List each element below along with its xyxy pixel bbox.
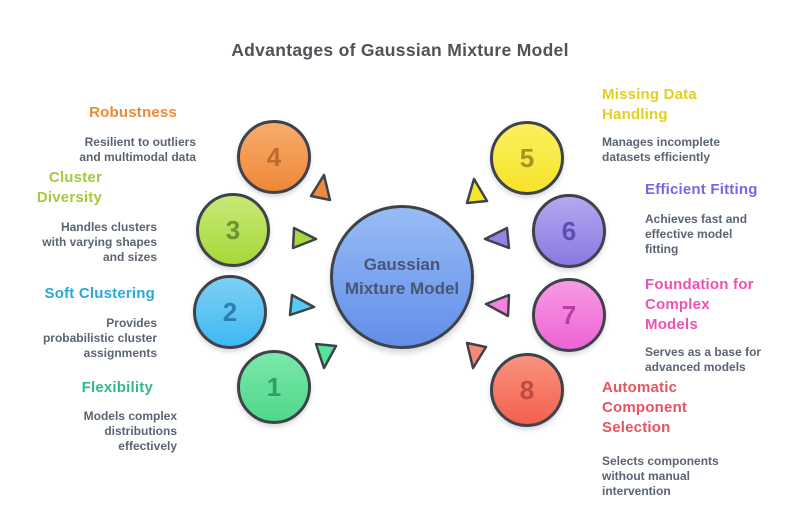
item-1-heading: Flexibility xyxy=(81,379,153,396)
item-5-heading: Missing Data Handling xyxy=(602,86,697,123)
item-5-pointer-icon xyxy=(465,177,489,205)
item-8-pointer-icon xyxy=(465,341,488,370)
item-3-circle: 3 xyxy=(196,193,270,267)
item-7-circle: 7 xyxy=(532,278,606,352)
item-6-number: 6 xyxy=(561,215,577,246)
item-4-heading: Robustness xyxy=(89,104,177,121)
item-8-circle: 8 xyxy=(490,353,564,427)
item-6-pointer-icon xyxy=(483,226,511,250)
item-7-pointer-icon xyxy=(484,293,511,318)
item-8-heading: Automatic Component Selection xyxy=(602,379,688,436)
item-2-circle: 2 xyxy=(193,275,267,349)
item-8-description: Selects components without manual interv… xyxy=(602,454,719,498)
item-1-pointer-icon xyxy=(314,342,338,370)
item-3-heading: Cluster Diversity xyxy=(36,169,102,206)
item-2-description: Provides probabilistic cluster assignmen… xyxy=(42,316,157,360)
item-2-pointer-icon xyxy=(288,293,316,317)
center-label: Gaussian Mixture Model xyxy=(344,255,460,298)
item-3-description: Handles clusters with varying shapes and… xyxy=(42,220,157,264)
item-4-circle: 4 xyxy=(237,120,311,194)
item-6-circle: 6 xyxy=(532,194,606,268)
item-3-number: 3 xyxy=(225,214,241,245)
item-6-heading: Efficient Fitting xyxy=(645,181,758,198)
item-6-description: Achieves fast and effective model fittin… xyxy=(645,212,748,256)
item-4-description: Resilient to outliers and multimodal dat… xyxy=(79,135,196,164)
item-7-heading: Foundation for Complex Models xyxy=(645,276,754,333)
item-5-description: Manages incomplete datasets efficiently xyxy=(602,135,721,164)
item-2-number: 2 xyxy=(222,296,238,327)
item-5-circle: 5 xyxy=(490,121,564,195)
item-4-number: 4 xyxy=(266,141,282,172)
item-3-pointer-icon xyxy=(291,226,318,250)
item-1-circle: 1 xyxy=(237,350,311,424)
item-7-number: 7 xyxy=(561,299,577,330)
item-7-description: Serves as a base for advanced models xyxy=(645,345,762,374)
item-1-description: Models complex distributions effectively xyxy=(83,409,177,453)
center-circle: Gaussian Mixture Model xyxy=(330,205,474,349)
item-4-pointer-icon xyxy=(309,173,332,202)
item-1-number: 1 xyxy=(266,371,282,402)
item-5-number: 5 xyxy=(519,142,535,173)
item-8-number: 8 xyxy=(519,374,535,405)
page-title: Advantages of Gaussian Mixture Model xyxy=(231,40,569,60)
item-2-heading: Soft Clustering xyxy=(44,285,155,302)
